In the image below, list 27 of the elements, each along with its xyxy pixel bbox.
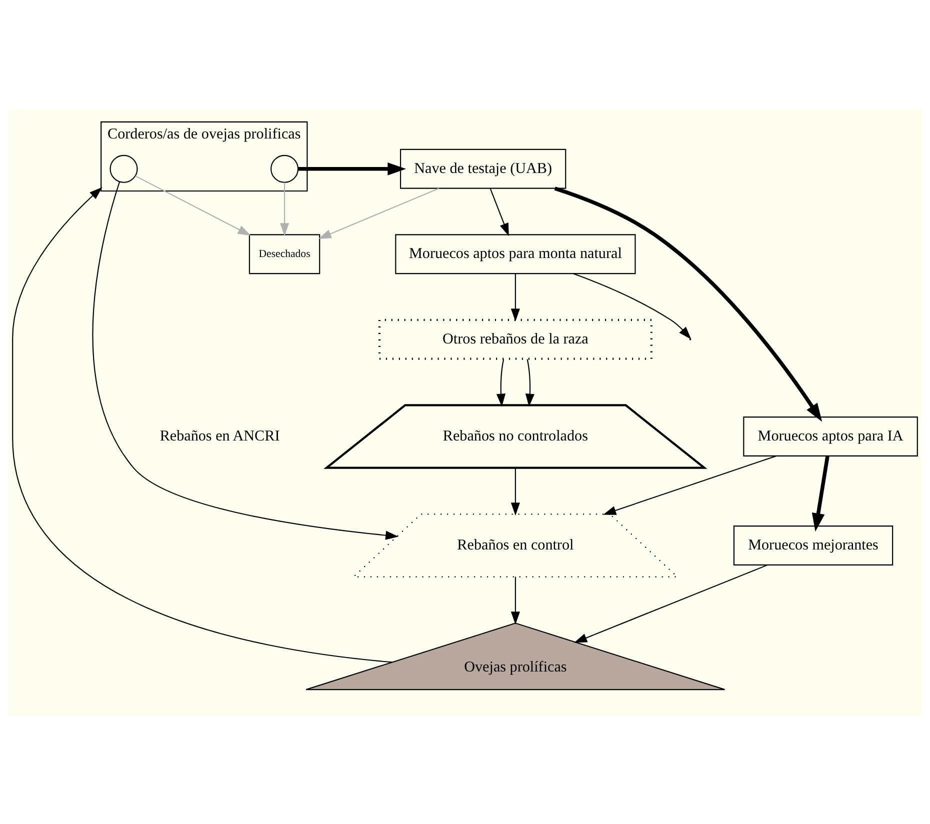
arrow: [280, 182, 290, 236]
arrow: [510, 576, 520, 624]
node-box: Nave de testaje (UAB): [400, 148, 566, 188]
arrow: [490, 188, 509, 236]
arrow: [603, 454, 777, 514]
node-box: Desechados: [248, 234, 320, 274]
arrow: [496, 358, 506, 406]
cluster: Corderos/as de ovejas prolificas: [100, 120, 308, 192]
arrow: [298, 162, 406, 175]
arrow: [318, 187, 440, 238]
arrow: [525, 358, 534, 406]
node-box: Moruecos aptos para monta natural: [395, 234, 636, 274]
node-label: Rebaños en ANCRI: [160, 428, 280, 444]
arrow: [510, 273, 520, 322]
node-circle: [270, 154, 299, 182]
arrow: [574, 564, 768, 642]
arrow: [573, 272, 692, 339]
arrow: [812, 455, 830, 532]
arrow: [510, 467, 520, 516]
node-circle: [110, 154, 138, 182]
arrow: [12, 186, 392, 662]
node-box: Otros rebaños de la raza: [378, 318, 652, 360]
arrow: [92, 181, 399, 540]
arrow: [135, 174, 251, 236]
node-box: Moruecos mejorantes: [733, 525, 894, 565]
node-box: Moruecos aptos para IA: [743, 416, 918, 456]
arrow: [554, 186, 822, 422]
